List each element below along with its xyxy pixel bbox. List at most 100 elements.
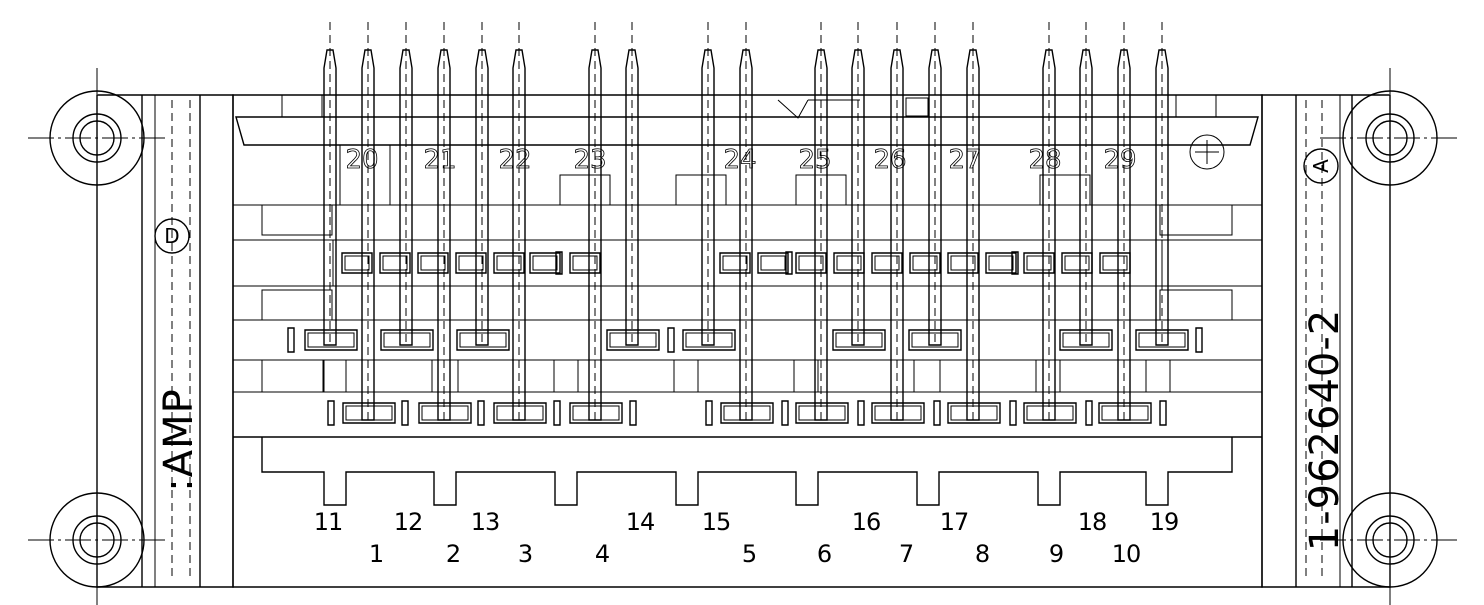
cavity-upper-5: [494, 253, 524, 273]
part-number-label: 1-962640-2: [1302, 309, 1348, 551]
latch-lower-12: [1160, 401, 1166, 425]
pin-label-16: 16: [852, 508, 881, 536]
latch-lower-7: [782, 401, 788, 425]
pin-label-11: 11: [314, 508, 343, 536]
pin-bottom-8: [967, 22, 979, 420]
molded-number-3: 22: [498, 145, 531, 175]
left-marker: D: [155, 219, 189, 253]
right-marker-letter: A: [1309, 159, 1333, 173]
pin-label-13: 13: [471, 508, 500, 536]
pin-label-3: 3: [518, 540, 532, 568]
molded-number-9: 28: [1028, 145, 1061, 175]
latch-upper-2: [786, 252, 792, 274]
latch-lower-11: [1086, 401, 1092, 425]
latch-lower-6: [706, 401, 712, 425]
cavity-upper-10: [796, 253, 826, 273]
pin-bottom-2: [438, 22, 450, 420]
cavity-upper-14: [948, 253, 978, 273]
contact-cavities: [288, 252, 1202, 425]
pin-bottom-3: [513, 22, 525, 420]
connector-housing: [233, 95, 1262, 587]
cavity-upper-17: [1062, 253, 1092, 273]
pin-label-6: 6: [817, 540, 831, 568]
pin-label-17: 17: [940, 508, 969, 536]
pin-labels-bottom-row: 1 2 3 4 5 6 7 8 9 10: [369, 540, 1141, 568]
latch-upper-1: [556, 252, 562, 274]
pin-label-19: 19: [1150, 508, 1179, 536]
contact-pins: [324, 22, 1168, 420]
pin-label-8: 8: [975, 540, 989, 568]
pin-bottom-7: [891, 22, 903, 420]
pin-label-18: 18: [1078, 508, 1107, 536]
cavity-upper-3: [418, 253, 448, 273]
pin-label-2: 2: [446, 540, 460, 568]
cavity-upper-13: [910, 253, 940, 273]
cavity-middle-6: [833, 330, 885, 350]
pin-bottom-6: [815, 22, 827, 420]
latch-lower-9: [934, 401, 940, 425]
pin-labels-top-row: 11 12 13 14 15 16 17 18 19: [314, 508, 1180, 536]
pin-top-2: [400, 22, 412, 345]
mounting-hole-bottom-left: [28, 470, 166, 605]
cavity-middle-2: [381, 330, 433, 350]
molded-marking: [778, 98, 1224, 169]
latch-lower-2: [402, 401, 408, 425]
cavity-middle-4: [607, 330, 659, 350]
mounting-hole-bottom-right: [1320, 470, 1460, 605]
latch-lower-1: [328, 401, 334, 425]
cavity-upper-6: [530, 253, 560, 273]
cavity-middle-5: [683, 330, 735, 350]
mounting-hole-top-right: [1320, 68, 1460, 208]
cavity-upper-8: [720, 253, 750, 273]
pin-top-6: [852, 22, 864, 345]
cavity-upper-1: [342, 253, 372, 273]
pin-top-1: [324, 22, 336, 345]
pin-top-8: [1080, 22, 1092, 345]
latch-lower-3: [478, 401, 484, 425]
pin-label-7: 7: [899, 540, 913, 568]
cavity-upper-7: [570, 253, 600, 273]
cavity-upper-16: [1024, 253, 1054, 273]
mounting-hole-top-left: [28, 68, 166, 208]
pin-top-5: [702, 22, 714, 345]
pin-label-10: 10: [1112, 540, 1141, 568]
molded-number-7: 26: [873, 145, 906, 175]
left-marker-letter: D: [164, 224, 179, 248]
latch-middle-3: [1196, 328, 1202, 352]
pin-bottom-5: [740, 22, 752, 420]
pin-label-14: 14: [626, 508, 655, 536]
pin-label-9: 9: [1049, 540, 1063, 568]
pin-label-1: 1: [369, 540, 383, 568]
pin-top-7: [929, 22, 941, 345]
latch-lower-8: [858, 401, 864, 425]
latch-middle-1: [288, 328, 294, 352]
pin-bottom-9: [1043, 22, 1055, 420]
molded-number-8: 27: [948, 145, 981, 175]
pin-top-3: [476, 22, 488, 345]
pin-top-9: [1156, 22, 1168, 345]
cavity-upper-18: [1100, 253, 1130, 273]
pin-label-5: 5: [742, 540, 756, 568]
cavity-upper-2: [380, 253, 410, 273]
latch-lower-4: [554, 401, 560, 425]
latch-upper-3: [1012, 252, 1018, 274]
latch-lower-10: [1010, 401, 1016, 425]
right-marker: A: [1304, 149, 1338, 183]
mounting-flanges: [97, 95, 1390, 587]
brand-label: :AMP: [156, 388, 202, 491]
pin-label-15: 15: [702, 508, 731, 536]
cavity-middle-9: [1136, 330, 1188, 350]
pin-label-4: 4: [595, 540, 609, 568]
cavity-middle-7: [909, 330, 961, 350]
molded-number-10: 29: [1103, 145, 1136, 175]
pin-top-4: [626, 22, 638, 345]
molded-number-2: 21: [423, 145, 456, 175]
cavity-upper-11: [834, 253, 864, 273]
cavity-upper-15: [986, 253, 1016, 273]
cavity-upper-9: [758, 253, 788, 273]
pin-bottom-10: [1118, 22, 1130, 420]
latch-lower-5: [630, 401, 636, 425]
pin-label-12: 12: [394, 508, 423, 536]
